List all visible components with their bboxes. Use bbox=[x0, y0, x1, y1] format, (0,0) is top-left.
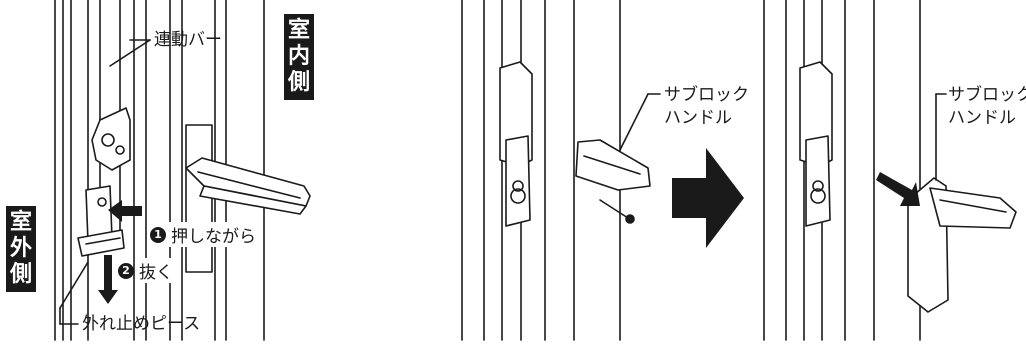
outdoor-side-char: 室 bbox=[9, 210, 32, 235]
push-arrow bbox=[108, 200, 142, 222]
before-sub-lock-handle-label: サブロック ハンドル bbox=[664, 84, 749, 130]
pull-arrow bbox=[98, 255, 118, 304]
stopper-piece-label: 外れ止めピース bbox=[82, 314, 201, 334]
after-removed-handle bbox=[907, 177, 1017, 313]
left-handle bbox=[185, 124, 311, 273]
left-leader-lines bbox=[59, 39, 151, 325]
indoor-side-badge: 室 内 側 bbox=[284, 14, 314, 100]
indoor-side-char: 側 bbox=[287, 70, 310, 95]
before-label-line2: ハンドル bbox=[664, 108, 732, 128]
after-latch bbox=[799, 61, 833, 227]
indoor-side-char: 室 bbox=[287, 18, 310, 43]
transition-arrow bbox=[672, 148, 744, 248]
after-pull-arrow bbox=[876, 172, 920, 206]
after-leader bbox=[935, 93, 947, 181]
indoor-side-char: 内 bbox=[287, 44, 310, 69]
step-pull-text: 抜く bbox=[137, 258, 175, 283]
outdoor-side-char: 側 bbox=[9, 262, 32, 287]
linkage-bar-label: 連動バー bbox=[154, 30, 222, 50]
outdoor-side-badge: 室 外 側 bbox=[6, 206, 36, 292]
step-number-2: 2 bbox=[118, 262, 134, 279]
step-number-1: 1 bbox=[150, 226, 166, 243]
linkage-bar-latch bbox=[91, 107, 131, 171]
step-push-text: 押しながら bbox=[169, 222, 258, 247]
before-screw bbox=[599, 199, 635, 224]
after-frame bbox=[763, 0, 921, 341]
step-pull: 2 抜く bbox=[118, 258, 175, 283]
before-leader bbox=[619, 93, 661, 151]
stopper-piece bbox=[77, 185, 125, 257]
outdoor-side-char: 外 bbox=[9, 236, 32, 261]
after-label-line2: ハンドル bbox=[948, 108, 1016, 128]
after-label-line1: サブロック bbox=[948, 85, 1026, 105]
before-handle bbox=[575, 139, 651, 191]
before-latch bbox=[499, 61, 533, 227]
before-label-line1: サブロック bbox=[664, 85, 749, 105]
step-push: 1 押しながら bbox=[150, 222, 258, 247]
after-sub-lock-handle-label: サブロック ハンドル bbox=[948, 84, 1026, 130]
